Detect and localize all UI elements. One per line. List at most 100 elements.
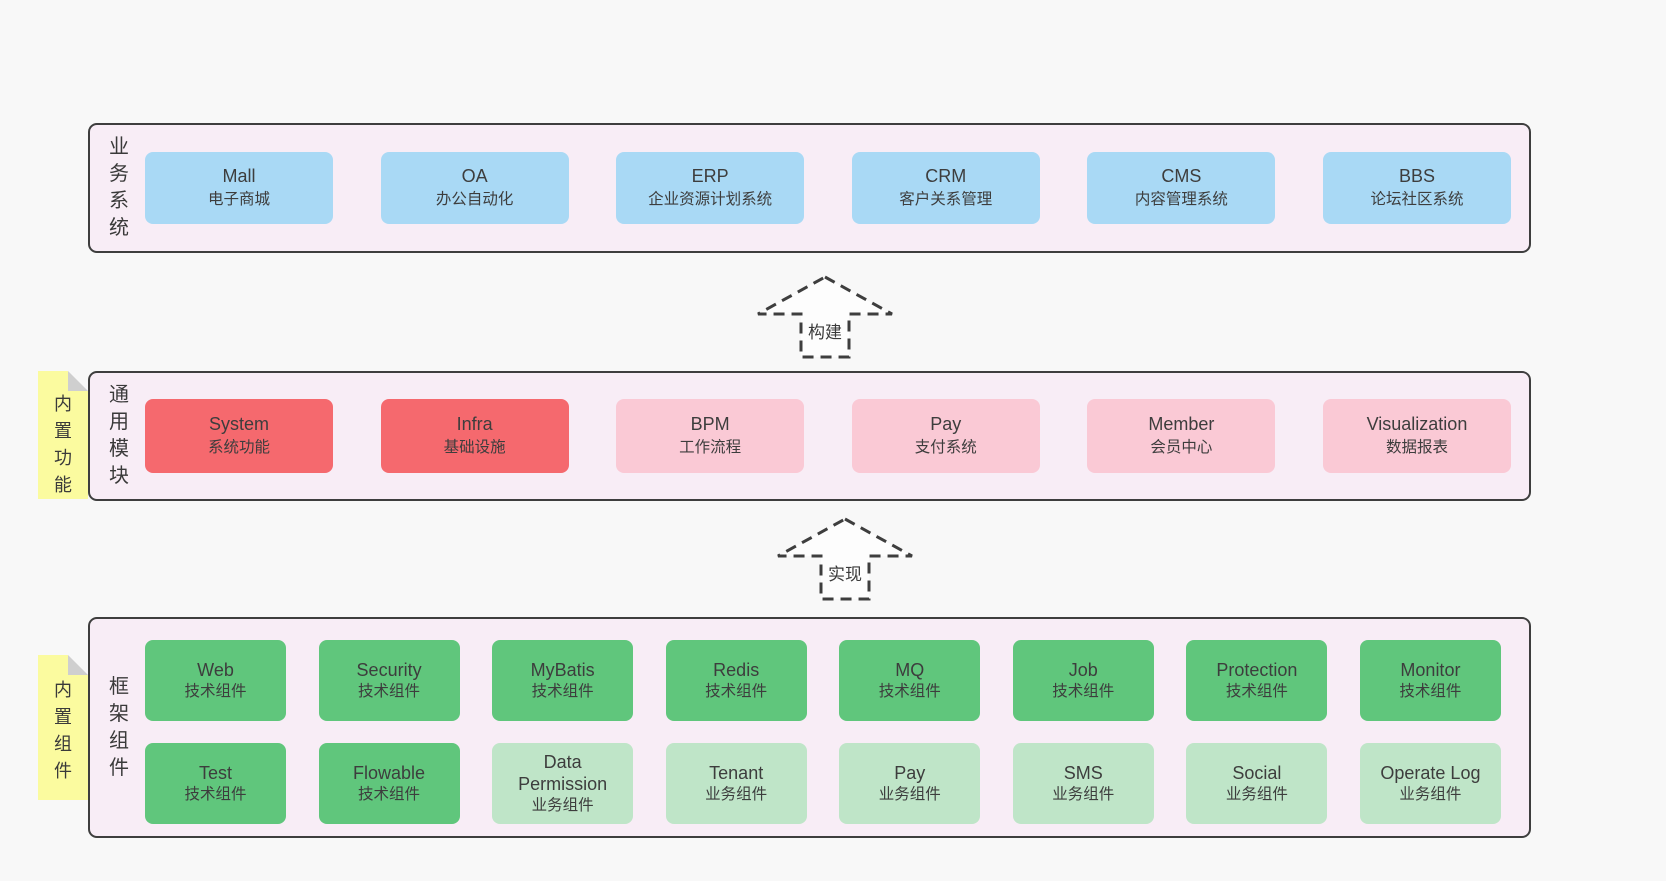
- vertical-label-char: 务: [109, 163, 129, 185]
- box-subtitle: 内容管理系统: [1134, 191, 1228, 208]
- box-subtitle: 技术组件: [531, 682, 594, 700]
- vertical-label-char: 通: [109, 384, 129, 406]
- box-title: BBS: [1398, 166, 1435, 186]
- box-operate-log: Operate Log 业务组件: [1359, 743, 1501, 824]
- box-mybatis: MyBatis 技术组件: [492, 640, 634, 721]
- box-title: Protection: [1216, 659, 1298, 680]
- vertical-label-char: 系: [109, 190, 129, 212]
- box-subtitle: 论坛社区系统: [1370, 191, 1464, 208]
- vertical-label-char: 件: [54, 761, 72, 781]
- box-title: System: [208, 414, 269, 434]
- vertical-label-char: 块: [109, 465, 129, 487]
- vertical-label-char: 框: [109, 675, 129, 698]
- box-subtitle: 支付系统: [914, 439, 977, 456]
- box-bpm: BPM 工作流程: [616, 399, 805, 473]
- box-title: Pay: [894, 762, 926, 783]
- vertical-label-char: 架: [109, 702, 129, 725]
- box-redis: Redis 技术组件: [665, 640, 807, 721]
- box-subtitle: 技术组件: [184, 785, 247, 803]
- arrow-build: 构建: [755, 274, 895, 360]
- box-title: MyBatis: [530, 659, 595, 680]
- box-title: Mall: [222, 166, 256, 186]
- box-subtitle: 会员中心: [1150, 439, 1213, 456]
- box-subtitle: 技术组件: [705, 682, 768, 700]
- box-subtitle: 技术组件: [1225, 682, 1288, 700]
- box-subtitle: 企业资源计划系统: [648, 191, 773, 208]
- box-cms: CMS 内容管理系统: [1087, 152, 1276, 224]
- box-subtitle: 业务组件: [705, 785, 768, 803]
- sticky-note-built-in-components: 内置组件: [38, 655, 88, 800]
- vertical-label-char: 内: [54, 394, 72, 414]
- box-title: MQ: [895, 659, 925, 680]
- box-title: CMS: [1161, 166, 1202, 186]
- section-modules-label: 通用模块: [98, 373, 140, 499]
- arrow-build-label: 构建: [807, 318, 843, 343]
- box-title: Pay: [930, 414, 962, 434]
- box-title: BPM: [690, 414, 730, 434]
- box-data-permission: Data Permission 业务组件: [492, 743, 634, 824]
- box-title: ERP: [691, 166, 729, 186]
- up-arrow-icon: [777, 517, 913, 601]
- box-job: Job 技术组件: [1012, 640, 1154, 721]
- vertical-label-char: 置: [54, 421, 72, 441]
- box-subtitle: 技术组件: [358, 785, 421, 803]
- section-components-label: 框架组件: [98, 619, 140, 836]
- arrow-implement: 实现: [775, 516, 915, 602]
- box-subtitle: 数据报表: [1385, 439, 1448, 456]
- sticky-note-built-in-functions: 内置功能: [38, 371, 88, 499]
- vertical-label-char: 用: [109, 411, 129, 433]
- box-title: Security: [356, 659, 422, 680]
- box-flowable: Flowable 技术组件: [318, 743, 460, 824]
- vertical-label-char: 统: [109, 217, 129, 239]
- vertical-label-char: 组: [109, 729, 129, 752]
- box-subtitle: 业务组件: [1052, 785, 1115, 803]
- box-subtitle: 技术组件: [1399, 682, 1462, 700]
- vertical-label-char: 功: [54, 448, 72, 468]
- box-subtitle: 业务组件: [878, 785, 941, 803]
- section-business-label: 业务系统: [98, 125, 140, 251]
- box-subtitle: 业务组件: [1225, 785, 1288, 803]
- box-title: Infra: [456, 414, 493, 434]
- box-pay: Pay 支付系统: [851, 399, 1040, 473]
- box-title: OA: [461, 166, 488, 186]
- box-title: SMS: [1063, 762, 1103, 783]
- arrow-implement-label: 实现: [827, 560, 863, 585]
- box-test: Test 技术组件: [145, 743, 286, 824]
- box-title: Test: [198, 762, 232, 783]
- box-subtitle: 业务组件: [1399, 785, 1462, 803]
- box-subtitle: 技术组件: [184, 682, 247, 700]
- box-title: Flowable: [353, 762, 426, 783]
- box-subtitle: 技术组件: [1052, 682, 1115, 700]
- box-erp: ERP 企业资源计划系统: [616, 152, 805, 224]
- box-title: Job: [1068, 659, 1098, 680]
- box-subtitle: 业务组件: [531, 796, 594, 814]
- components-box-row-2: Test 技术组件 Flowable 技术组件 Data Permission 业务组件 T…: [145, 743, 1501, 824]
- box-title: Redis: [713, 659, 760, 680]
- box-pay: Pay 业务组件: [839, 743, 981, 824]
- box-subtitle: 客户关系管理: [899, 191, 993, 208]
- vertical-label-char: 件: [109, 756, 129, 779]
- box-subtitle: 工作流程: [679, 439, 742, 456]
- box-title: Data Permission: [518, 751, 608, 794]
- box-title: Web: [197, 659, 234, 680]
- vertical-label-char: 能: [54, 475, 72, 495]
- box-subtitle: 技术组件: [878, 682, 941, 700]
- box-title: Operate Log: [1380, 762, 1481, 783]
- box-title: Social: [1232, 762, 1282, 783]
- box-web: Web 技术组件: [145, 640, 286, 721]
